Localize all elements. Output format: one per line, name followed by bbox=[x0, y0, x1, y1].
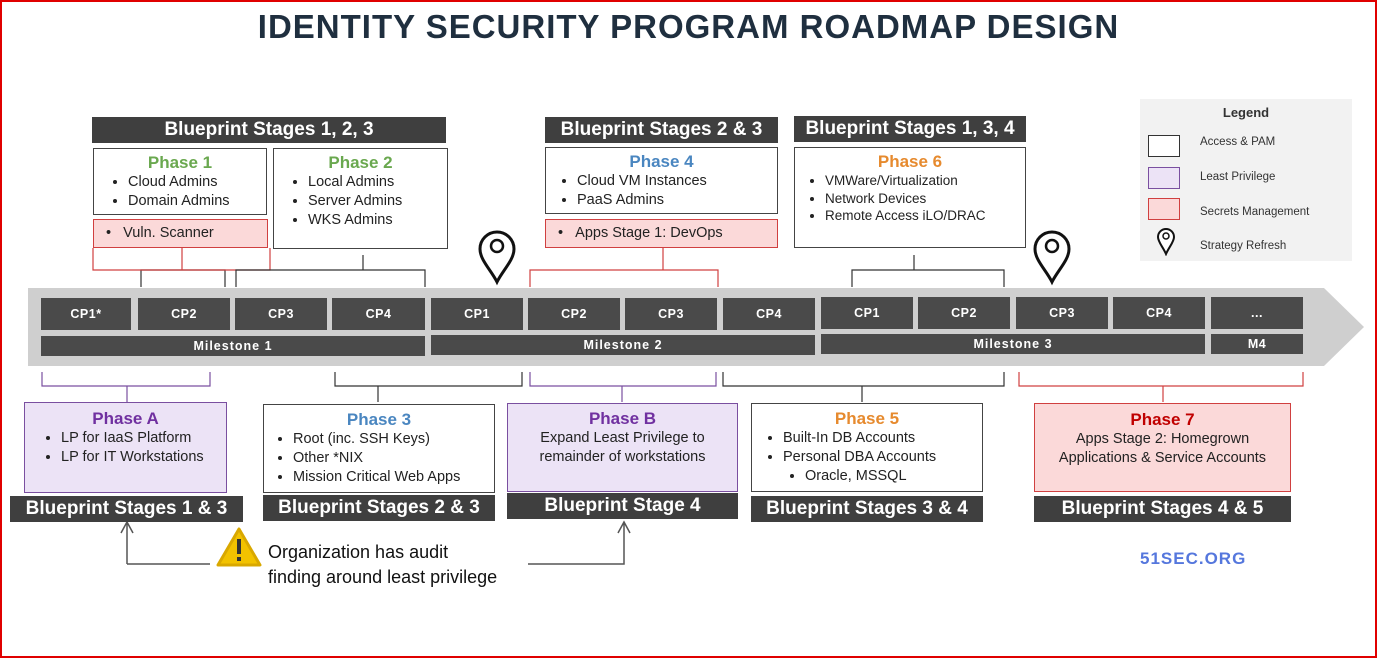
phase3-box: Phase 3 Root (inc. SSH Keys) Other *NIX … bbox=[263, 404, 495, 493]
legend: Legend Access & PAM Least Privilege Secr… bbox=[1140, 99, 1352, 261]
bracket-phaseA bbox=[41, 372, 211, 402]
list-item: LP for IT Workstations bbox=[61, 448, 226, 467]
blueprint-label-bottom-3: Blueprint Stages 2 & 3 bbox=[263, 495, 495, 521]
legend-label: Least Privilege bbox=[1200, 171, 1276, 183]
list-item: Cloud Admins bbox=[128, 173, 266, 192]
phase1-box: Phase 1 Cloud Admins Domain Admins bbox=[93, 148, 267, 215]
phaseB-text-line: Expand Least Privilege to bbox=[540, 430, 705, 446]
audit-note-line: finding around least privilege bbox=[268, 567, 498, 587]
list-item: Local Admins bbox=[308, 173, 447, 192]
milestone: Milestone 3 bbox=[821, 334, 1205, 354]
list-item: Remote Access iLO/DRAC bbox=[825, 207, 1025, 225]
bracket-phase4 bbox=[529, 248, 719, 287]
phase5-box: Phase 5 Built-In DB Accounts Personal DB… bbox=[751, 403, 983, 492]
legend-label: Access & PAM bbox=[1200, 136, 1276, 148]
blueprint-label-top-3: Blueprint Stages 1, 3, 4 bbox=[794, 116, 1026, 142]
phase1-secrets-box: • Vuln. Scanner bbox=[93, 219, 268, 248]
phase4-title: Phase 4 bbox=[629, 152, 694, 171]
legend-pin-icon bbox=[1156, 228, 1176, 256]
phase6-box: Phase 6 VMWare/Virtualization Network De… bbox=[794, 147, 1026, 248]
phaseB-text-line: remainder of workstations bbox=[539, 449, 706, 465]
phase4-secrets-box: • Apps Stage 1: DevOps bbox=[545, 219, 778, 248]
checkpoint: CP1 bbox=[431, 298, 523, 330]
note-arrow-left bbox=[120, 520, 134, 564]
checkpoint: CP2 bbox=[528, 298, 620, 330]
blueprint-label-bottom-B: Blueprint Stage 4 bbox=[507, 493, 738, 519]
list-item: • Apps Stage 1: DevOps bbox=[558, 225, 723, 241]
list-item: Domain Admins bbox=[128, 192, 266, 211]
phaseA-title: Phase A bbox=[92, 409, 159, 428]
list-item: Built-In DB Accounts bbox=[783, 429, 982, 448]
list-item: PaaS Admins bbox=[577, 191, 777, 210]
phase7-box: Phase 7 Apps Stage 2: Homegrown Applicat… bbox=[1034, 403, 1291, 492]
milestone: Milestone 1 bbox=[41, 336, 425, 356]
phaseB-title: Phase B bbox=[588, 409, 657, 428]
watermark: 51SEC.ORG bbox=[1140, 549, 1247, 568]
checkpoint: CP1 bbox=[821, 297, 913, 329]
blueprint-label-bottom-A: Blueprint Stages 1 & 3 bbox=[10, 496, 243, 522]
blueprint-label-bottom-5: Blueprint Stages 3 & 4 bbox=[751, 496, 983, 522]
bracket-phase3 bbox=[334, 372, 523, 402]
page-title: IDENTITY SECURITY PROGRAM ROADMAP DESIGN bbox=[257, 8, 1120, 45]
list-item: Network Devices bbox=[825, 190, 1025, 208]
list-item: Server Admins bbox=[308, 192, 447, 211]
phase5-title: Phase 5 bbox=[834, 409, 900, 428]
legend-swatch-secrets-management bbox=[1148, 198, 1180, 220]
legend-swatch-least-privilege bbox=[1148, 167, 1180, 189]
legend-title: Legend bbox=[1222, 105, 1270, 120]
checkpoint: CP2 bbox=[918, 297, 1010, 329]
phase7-text-line: Apps Stage 2: Homegrown bbox=[1075, 431, 1250, 447]
checkpoint: CP3 bbox=[625, 298, 717, 330]
strategy-refresh-pin-icon bbox=[1033, 230, 1071, 286]
checkpoint: CP3 bbox=[1016, 297, 1108, 329]
checkpoint: CP3 bbox=[235, 298, 327, 330]
list-item: Personal DBA Accounts bbox=[783, 448, 982, 467]
checkpoint: CP4 bbox=[332, 298, 425, 330]
list-item: Cloud VM Instances bbox=[577, 172, 777, 191]
warning-icon bbox=[216, 527, 262, 567]
list-item: • Vuln. Scanner bbox=[106, 225, 214, 241]
phase1-title: Phase 1 bbox=[147, 153, 213, 172]
list-item: LP for IaaS Platform bbox=[61, 429, 226, 448]
list-item: Other *NIX bbox=[293, 449, 494, 468]
list-item: Root (inc. SSH Keys) bbox=[293, 430, 494, 449]
bracket-phase2 bbox=[235, 255, 426, 287]
checkpoint: CP2 bbox=[138, 298, 230, 330]
phase2-box: Phase 2 Local Admins Server Admins WKS A… bbox=[273, 148, 448, 249]
checkpoint: CP4 bbox=[723, 298, 815, 330]
strategy-refresh-pin-icon bbox=[478, 230, 516, 286]
audit-note: Organization has audit finding around le… bbox=[268, 540, 497, 590]
note-arrow-right bbox=[528, 520, 631, 565]
phase7-title: Phase 7 bbox=[1130, 410, 1195, 429]
list-item: WKS Admins bbox=[308, 211, 447, 230]
phaseB-box: Phase B Expand Least Privilege to remain… bbox=[507, 403, 738, 492]
blueprint-label-top-2: Blueprint Stages 2 & 3 bbox=[545, 117, 778, 143]
legend-swatch-access-pam bbox=[1148, 135, 1180, 157]
phase2-title: Phase 2 bbox=[328, 153, 393, 172]
phase6-title: Phase 6 bbox=[877, 152, 943, 171]
sub-list-item: Oracle, MSSQL bbox=[805, 467, 982, 486]
milestone: M4 bbox=[1211, 334, 1303, 354]
bracket-phase1 bbox=[140, 269, 226, 287]
list-item: VMWare/Virtualization bbox=[825, 172, 1025, 190]
checkpoint: CP4 bbox=[1113, 297, 1205, 329]
phaseA-box: Phase A LP for IaaS Platform LP for IT W… bbox=[24, 402, 227, 493]
bracket-phase7 bbox=[1018, 372, 1304, 402]
bracket-phase6 bbox=[851, 255, 1005, 287]
phase4-box: Phase 4 Cloud VM Instances PaaS Admins bbox=[545, 147, 778, 214]
audit-note-line: Organization has audit bbox=[268, 542, 449, 562]
checkpoint: CP1* bbox=[41, 298, 131, 330]
blueprint-label-bottom-7: Blueprint Stages 4 & 5 bbox=[1034, 496, 1291, 522]
legend-label: Strategy Refresh bbox=[1200, 240, 1287, 252]
list-item: Mission Critical Web Apps bbox=[293, 468, 494, 487]
bracket-phase5 bbox=[722, 372, 1005, 402]
phase7-text-line: Applications & Service Accounts bbox=[1058, 450, 1267, 466]
phase3-title: Phase 3 bbox=[346, 410, 412, 429]
blueprint-label-top-1: Blueprint Stages 1, 2, 3 bbox=[92, 117, 446, 143]
legend-label: Secrets Management bbox=[1200, 206, 1310, 218]
checkpoint: ... bbox=[1211, 297, 1303, 329]
milestone: Milestone 2 bbox=[431, 335, 815, 355]
bracket-phaseB bbox=[529, 372, 717, 402]
